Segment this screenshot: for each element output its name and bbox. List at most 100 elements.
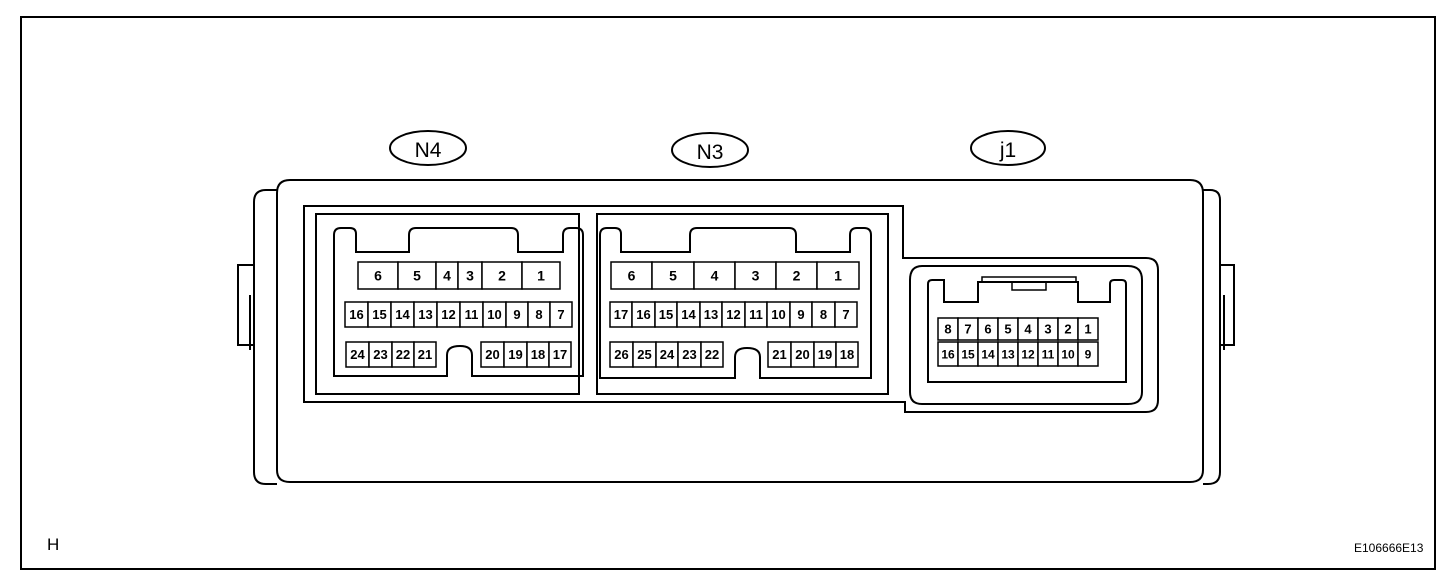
pin-cell: 21 <box>767 341 792 368</box>
pin-cell: 1 <box>816 261 860 290</box>
connector-body-j1 <box>927 279 1127 383</box>
pin-number: 18 <box>840 347 854 362</box>
pin-cell: 13 <box>413 301 438 328</box>
ecu-housing <box>237 179 1235 485</box>
pin-number: 22 <box>396 347 410 362</box>
pin-cell: 6 <box>977 317 999 341</box>
pin-number: 6 <box>628 268 636 284</box>
pin-number: 14 <box>395 307 410 322</box>
pin-number: 11 <box>465 307 479 322</box>
pin-cell: 4 <box>435 261 459 290</box>
pin-number: 23 <box>373 347 387 362</box>
pin-number: 9 <box>513 307 520 322</box>
pin-cell: 3 <box>457 261 483 290</box>
pin-number: 2 <box>793 268 801 284</box>
pin-cell: 8 <box>527 301 551 328</box>
pin-number: 8 <box>535 307 542 322</box>
pin-cell: 17 <box>609 301 633 328</box>
pin-cell: 2 <box>481 261 523 290</box>
pin-number: 15 <box>659 307 673 322</box>
pin-number: 9 <box>1085 347 1092 361</box>
pin-cell: 8 <box>937 317 959 341</box>
lock-tab <box>981 276 1077 283</box>
pin-cell: 23 <box>677 341 702 368</box>
pin-cell: 19 <box>813 341 837 368</box>
pin-number: 15 <box>961 347 975 361</box>
pin-number: 24 <box>350 347 365 362</box>
pin-cell: 16 <box>344 301 369 328</box>
pin-number: 7 <box>964 322 971 337</box>
pin-cell: 14 <box>676 301 701 328</box>
pin-number: 5 <box>669 268 677 284</box>
pin-cell: 17 <box>548 341 572 368</box>
pin-number: 15 <box>372 307 386 322</box>
pin-number: 26 <box>614 347 628 362</box>
connector-label-n3: N3 <box>671 132 749 168</box>
pin-number: 20 <box>485 347 499 362</box>
pin-cell: 16 <box>631 301 656 328</box>
pin-cell: 5 <box>397 261 437 290</box>
pin-cell: 25 <box>632 341 657 368</box>
pin-cell: 12 <box>1017 341 1039 367</box>
pin-cell: 7 <box>549 301 573 328</box>
pin-cell: 2 <box>775 261 818 290</box>
pin-number: 25 <box>637 347 651 362</box>
pin-number: 1 <box>834 268 842 284</box>
pin-number: 16 <box>941 347 955 361</box>
pin-cell: 15 <box>957 341 979 367</box>
pin-cell: 7 <box>957 317 979 341</box>
pin-number: 10 <box>771 307 785 322</box>
pin-cell: 22 <box>391 341 415 368</box>
figure-code: E106666E13 <box>1354 541 1424 555</box>
pin-cell: 6 <box>357 261 399 290</box>
pin-number: 7 <box>842 307 849 322</box>
pin-number: 17 <box>614 307 628 322</box>
pin-number: 3 <box>752 268 760 284</box>
pin-number: 12 <box>726 307 740 322</box>
pin-cell: 12 <box>721 301 746 328</box>
pin-number: 13 <box>704 307 718 322</box>
figure-frame <box>20 16 1436 570</box>
pin-number: 11 <box>1042 347 1055 361</box>
pin-cell: 10 <box>766 301 791 328</box>
pin-cell: 15 <box>654 301 678 328</box>
pin-cell: 24 <box>345 341 370 368</box>
pin-number: 16 <box>636 307 650 322</box>
pin-cell: 18 <box>526 341 550 368</box>
pin-number: 4 <box>1024 322 1032 337</box>
pin-cell: 9 <box>789 301 813 328</box>
pin-cell: 1 <box>521 261 561 290</box>
pin-cell: 14 <box>977 341 999 367</box>
pin-cell: 16 <box>937 341 959 367</box>
pin-cell: 18 <box>835 341 859 368</box>
pin-cell: 14 <box>390 301 415 328</box>
pin-number: 14 <box>681 307 696 322</box>
pin-cell: 15 <box>367 301 392 328</box>
pin-cell: 11 <box>459 301 484 328</box>
pin-cell: 9 <box>505 301 529 328</box>
pin-number: 14 <box>981 347 995 361</box>
pin-cell: 3 <box>1037 317 1059 341</box>
pin-number: 21 <box>418 347 432 362</box>
pin-number: 13 <box>418 307 432 322</box>
lock-latch <box>1011 282 1047 291</box>
pin-number: 24 <box>660 347 675 362</box>
pin-number: 20 <box>795 347 809 362</box>
pin-cell: 5 <box>997 317 1019 341</box>
pin-number: 21 <box>772 347 786 362</box>
connector-body-n4 <box>333 227 584 377</box>
connector-label-text: j1 <box>999 139 1016 162</box>
connector-label-j1: j1 <box>970 130 1046 166</box>
pin-cell: 13 <box>699 301 723 328</box>
pin-number: 13 <box>1001 347 1015 361</box>
pin-number: 23 <box>682 347 696 362</box>
pin-cell: 21 <box>413 341 437 368</box>
pin-number: 11 <box>749 307 763 322</box>
connector-label-n4: N4 <box>389 130 467 166</box>
pin-number: 4 <box>443 268 451 284</box>
pin-cell: 8 <box>811 301 836 328</box>
pin-number: 3 <box>1044 322 1051 337</box>
